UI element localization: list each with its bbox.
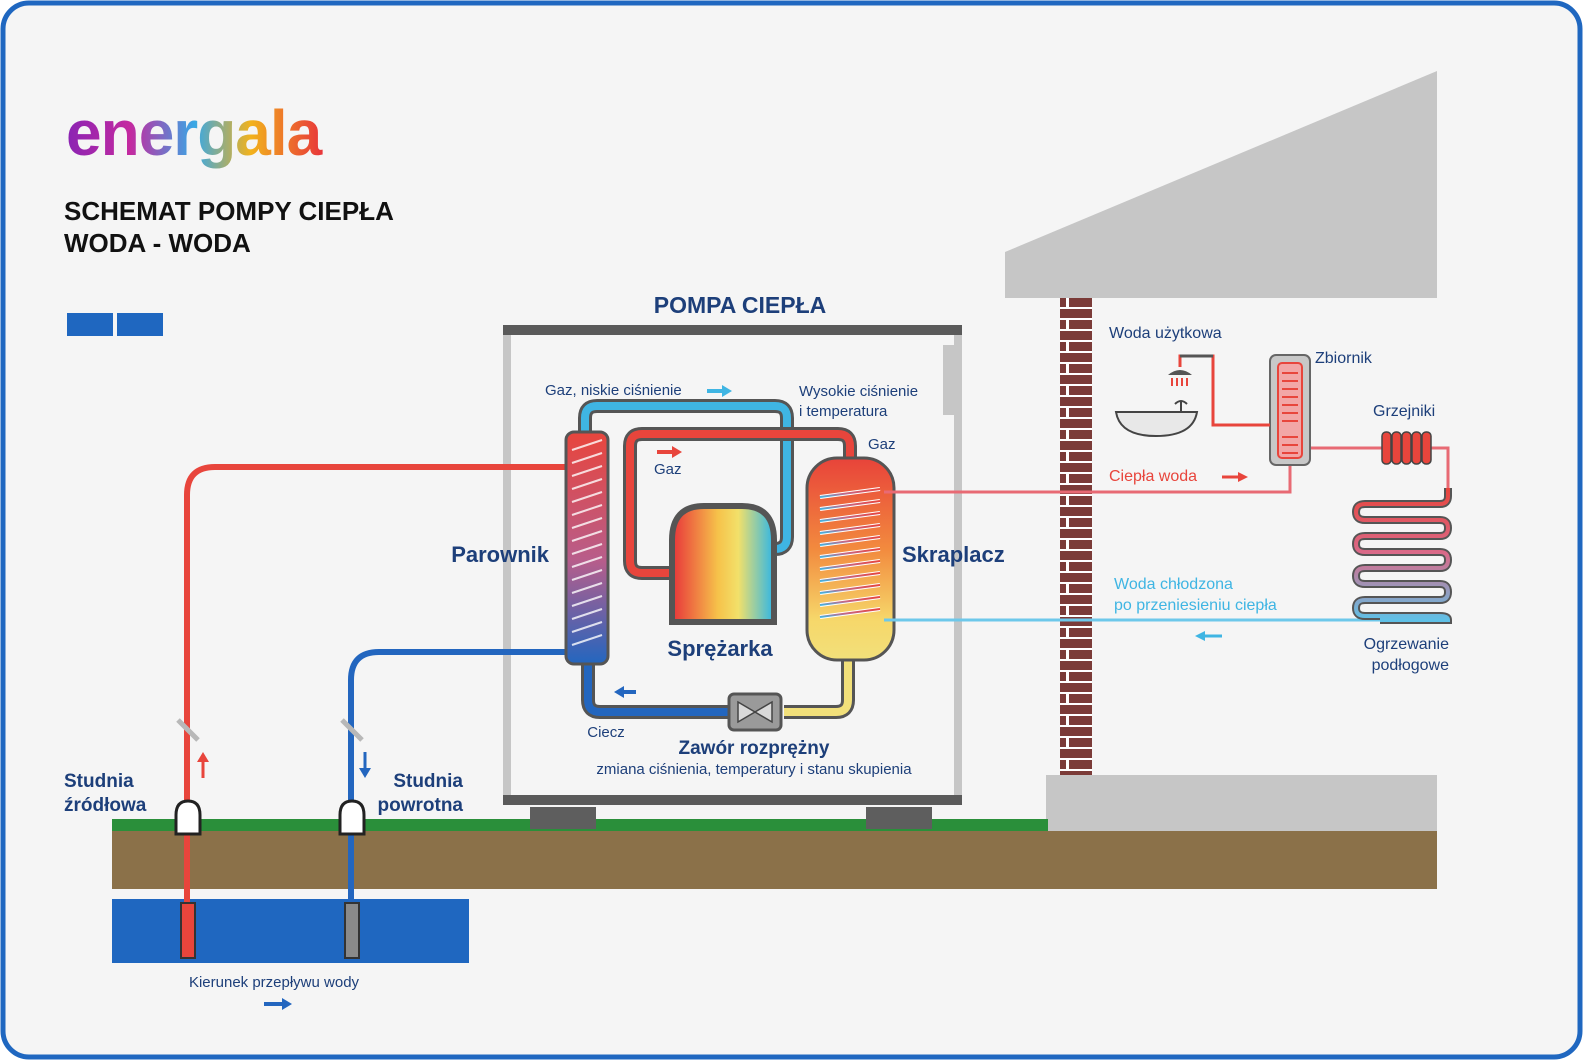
- pump-side-accent: [943, 345, 957, 415]
- liquid-pipe-yellow-fill: [784, 655, 852, 716]
- right-arrow-icon: [707, 385, 732, 397]
- warm-water-label: Ciepła woda: [1109, 468, 1197, 485]
- high-pressure-label-2: i temperatura: [799, 403, 888, 420]
- shower-icon: [1168, 370, 1192, 386]
- gas-inner-label: Gaz: [654, 461, 682, 478]
- tank-coil: [1282, 372, 1298, 454]
- house-roof: [1005, 71, 1437, 298]
- house-foundation: [1046, 775, 1437, 832]
- valve-subtitle: zmiana ciśnienia, temperatury i stanu sk…: [596, 761, 912, 778]
- soil: [112, 831, 1437, 889]
- compressor-body: [669, 503, 777, 625]
- condenser-coil-color: [819, 488, 881, 618]
- compressor-label: Sprężarka: [667, 636, 773, 661]
- return-well-head: [338, 799, 366, 836]
- floor-heating-label-1: Ogrzewanie: [1364, 636, 1449, 653]
- high-pressure-gas-pipe-fill: [626, 430, 854, 577]
- page-title-line2: WODA - WODA: [64, 228, 251, 258]
- pump-housing-top: [503, 325, 962, 335]
- gas-low-pressure-label: Gaz, niskie ciśnienie: [545, 382, 682, 399]
- tank-inner: [1277, 362, 1303, 459]
- pump-foot-right: [866, 807, 932, 829]
- source-well-casing: [180, 902, 196, 959]
- radiators-label: Grzejniki: [1373, 403, 1435, 420]
- flow-direction-label: Kierunek przepływu wody: [189, 974, 360, 991]
- down-arrow-icon: [359, 752, 371, 778]
- floor-heating-coil-fill: [1353, 488, 1451, 622]
- return-well-label-1: Studnia: [393, 771, 463, 792]
- decor-block: [67, 313, 113, 336]
- brick-wall: [1060, 298, 1092, 776]
- radiator-icon: [1381, 431, 1432, 465]
- floor-heating-label-2: podłogowe: [1372, 657, 1450, 674]
- right-arrow-icon: [1222, 472, 1248, 482]
- cooled-water-label-1: Woda chłodzona: [1114, 576, 1233, 593]
- high-pressure-label-1: Wysokie ciśnienie: [799, 383, 918, 400]
- valve-bowtie-icon-right: [753, 700, 773, 724]
- energala-logo: energala: [66, 97, 323, 169]
- pump-foot-left: [530, 807, 596, 829]
- radiator-to-floor-pipe: [1430, 446, 1450, 488]
- return-well-pipe: [348, 649, 566, 950]
- hot-water-supply-pipe: [884, 462, 1292, 494]
- groundwater: [112, 899, 469, 963]
- pump-title: POMPA CIEPŁA: [654, 292, 827, 318]
- return-valve-mark: [340, 718, 364, 742]
- condenser: [805, 456, 896, 662]
- hot-tap-water-label: Woda użytkowa: [1109, 325, 1222, 342]
- left-arrow-icon: [614, 686, 636, 698]
- source-well-label-2: źródłowa: [64, 795, 147, 816]
- pump-housing-bottom: [503, 795, 962, 805]
- return-well-casing: [344, 902, 360, 959]
- liquid-label: Ciecz: [587, 724, 625, 741]
- liquid-pipe-blue-fill: [584, 662, 730, 716]
- right-arrow-icon: [657, 446, 682, 458]
- valve-title: Zawór rozprężny: [679, 738, 830, 759]
- condenser-label: Skraplacz: [902, 542, 1005, 567]
- decor-block: [117, 313, 163, 336]
- evaporator-label: Parownik: [451, 542, 550, 567]
- source-well-label-1: Studnia: [64, 771, 134, 792]
- source-valve-mark: [176, 718, 200, 742]
- source-well-pipe: [184, 464, 566, 950]
- valve-bowtie-icon: [737, 700, 757, 724]
- cooled-water-label-2: po przeniesieniu ciepła: [1114, 597, 1277, 614]
- source-well-head: [174, 799, 202, 836]
- evaporator-coil: [571, 439, 603, 646]
- bathtub-icon: [1114, 400, 1199, 438]
- page-title-line1: SCHEMAT POMPY CIEPŁA: [64, 196, 394, 226]
- right-arrow-icon: [264, 998, 292, 1010]
- low-pressure-gas-pipe-fill: [581, 402, 791, 553]
- gas-top-label: Gaz: [868, 436, 896, 453]
- return-well-label-2: powrotna: [378, 795, 464, 816]
- tank-label: Zbiornik: [1315, 350, 1373, 367]
- left-arrow-icon: [1195, 631, 1222, 641]
- up-arrow-icon: [197, 752, 209, 778]
